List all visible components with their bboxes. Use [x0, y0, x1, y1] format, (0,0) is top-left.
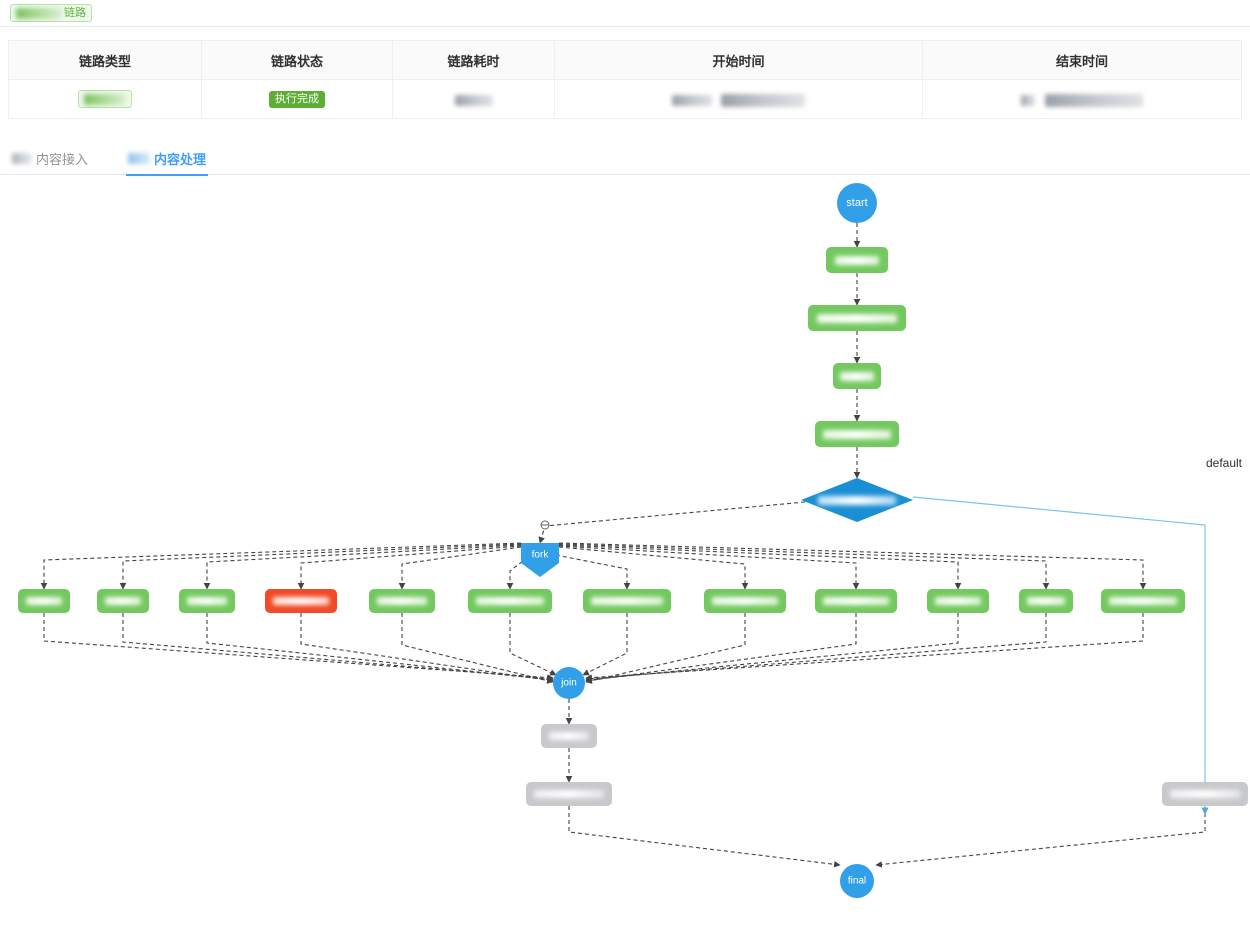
edge-g2-final: [568, 806, 841, 868]
edge-switch-fork: [538, 501, 806, 544]
node-fork[interactable]: fork: [521, 543, 559, 577]
node-join[interactable]: join: [553, 667, 585, 699]
node-pending-2[interactable]: [526, 782, 612, 806]
node-task-3[interactable]: [833, 363, 881, 389]
table-head: 链路类型 链路状态 链路耗时 开始时间 结束时间: [8, 40, 1242, 80]
graph-edges-fork-out: [40, 542, 1147, 590]
node-parallel-4[interactable]: [265, 589, 337, 613]
node-fork-label: fork: [532, 550, 550, 561]
workflow-graph-svg[interactable]: default start fork join: [0, 175, 1250, 935]
node-start-label: start: [846, 197, 867, 209]
redacted-text-block: [1044, 93, 1143, 107]
edge-switch-g3: [912, 496, 1209, 815]
workflow-graph[interactable]: default start fork join: [0, 175, 1250, 935]
node-task-1[interactable]: [826, 247, 888, 273]
table-row: 执行完成: [8, 79, 1242, 119]
node-parallel-10[interactable]: [927, 589, 989, 613]
edge-p9-join: [585, 613, 857, 684]
node-task-4[interactable]: [815, 421, 899, 447]
link-summary-table: 链路类型 链路状态 链路耗时 开始时间 结束时间 执行完成: [8, 40, 1242, 119]
edge-p1-join: [43, 613, 554, 681]
link-type-tag: 链路: [10, 4, 92, 22]
node-parallel-12[interactable]: [1101, 589, 1185, 613]
edge-p7-join: [582, 613, 628, 676]
node-parallel-11[interactable]: [1019, 589, 1073, 613]
edge-fork-p12: [558, 542, 1147, 590]
node-pending-3[interactable]: [1162, 782, 1248, 806]
edge-p8-join: [585, 613, 746, 684]
cell-end-time: [923, 80, 1242, 119]
edge-fork-p3: [203, 544, 522, 590]
graph-edges-tail: [565, 699, 1206, 868]
col-header-link-cost: 链路耗时: [392, 40, 555, 80]
graph-edges: [538, 223, 861, 544]
tab-content-process[interactable]: 内容处理: [126, 141, 209, 176]
edge-p12-join: [585, 613, 1144, 681]
col-header-end-time: 结束时间: [922, 40, 1242, 80]
edge-fork-p8: [558, 546, 749, 590]
tab-content-ingest-label: 内容接入: [36, 151, 89, 167]
edge-fork-p10: [558, 544, 962, 590]
graph-edge-default-branch: [912, 496, 1209, 815]
link-type-tag-label: 链路: [64, 7, 86, 19]
cell-link-cost: [392, 79, 555, 119]
node-parallel-2[interactable]: [97, 589, 149, 613]
node-pending-1[interactable]: [541, 724, 597, 748]
node-final[interactable]: final: [840, 864, 874, 898]
col-header-link-status: 链路状态: [201, 40, 393, 80]
node-switch[interactable]: [801, 478, 913, 522]
edge-fork-p9: [558, 545, 860, 590]
edge-p10-join: [585, 613, 959, 683]
edge-p11-join: [585, 613, 1047, 682]
tab-content-ingest[interactable]: 内容接入: [10, 141, 90, 175]
edge-label-default: default: [1206, 456, 1243, 470]
content-tabs[interactable]: 内容接入 内容处理: [0, 141, 1250, 176]
redacted-text-block: [671, 94, 712, 106]
tab-content-process-label: 内容处理: [154, 151, 207, 167]
redacted-text-block: [12, 152, 32, 164]
redacted-text-block: [454, 94, 493, 106]
edge-fork-p11: [558, 543, 1050, 590]
redacted-text-block: [84, 93, 126, 105]
edge-fork-p7: [555, 554, 631, 590]
edge-g3-final: [875, 806, 1206, 868]
edge-fork-p5: [398, 546, 522, 590]
graph-edges-join-in: [43, 613, 1144, 684]
page-header-bar: 链路: [0, 0, 1250, 27]
redacted-text-block: [16, 7, 62, 19]
node-parallel-3[interactable]: [179, 589, 235, 613]
cell-link-status: 执行完成: [201, 79, 393, 119]
node-task-2[interactable]: [808, 305, 906, 331]
redacted-text-block: [128, 152, 151, 164]
node-parallel-7[interactable]: [583, 589, 671, 613]
redacted-text-block: [1021, 94, 1036, 106]
redacted-text-block: [721, 93, 806, 107]
node-parallel-6[interactable]: [468, 589, 552, 613]
cell-link-type: [8, 79, 202, 119]
edge-p5-join: [401, 613, 554, 684]
edge-fork-p4: [297, 545, 522, 590]
status-badge: 执行完成: [269, 91, 325, 108]
node-join-label: join: [560, 678, 577, 689]
edge-p2-join: [122, 613, 554, 682]
node-parallel-5[interactable]: [369, 589, 435, 613]
col-header-link-type: 链路类型: [8, 40, 202, 80]
link-summary-table-wrapper: 链路类型 链路状态 链路耗时 开始时间 结束时间 执行完成: [0, 27, 1250, 119]
node-parallel-9[interactable]: [815, 589, 897, 613]
node-final-label: final: [848, 876, 866, 887]
edge-p6-join: [509, 613, 557, 676]
col-header-start-time: 开始时间: [554, 40, 923, 80]
edge-p4-join: [300, 613, 554, 684]
edge-p3-join: [206, 613, 554, 683]
table-header-row: 链路类型 链路状态 链路耗时 开始时间 结束时间: [8, 40, 1242, 80]
edge-fork-p1: [40, 542, 522, 590]
node-parallel-1[interactable]: [18, 589, 70, 613]
link-type-value-tag: [78, 90, 132, 108]
node-start[interactable]: start: [837, 183, 877, 223]
cell-start-time: [554, 79, 923, 119]
node-parallel-8[interactable]: [704, 589, 786, 613]
table-body: 执行完成: [8, 79, 1242, 119]
